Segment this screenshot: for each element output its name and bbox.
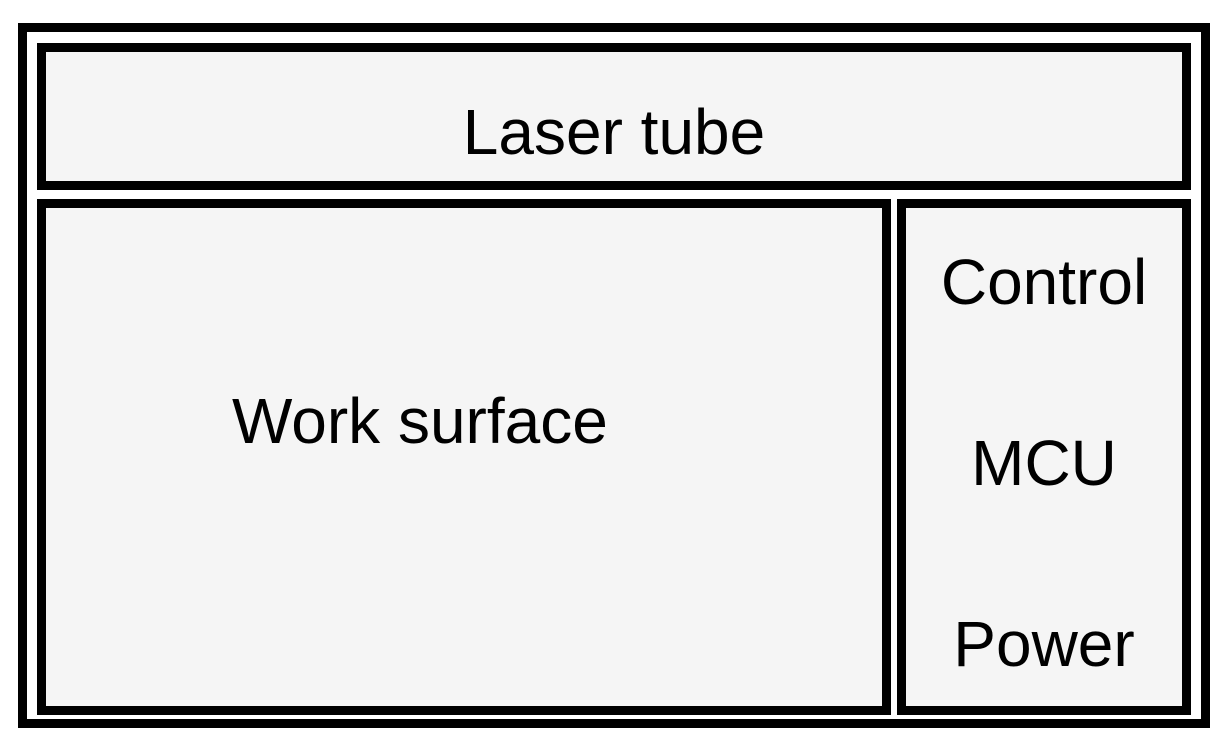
laser-tube-box: Laser tube	[37, 43, 1191, 190]
power-label: Power	[953, 608, 1135, 680]
work-surface-label: Work surface	[232, 385, 608, 457]
mcu-label: MCU	[971, 427, 1117, 499]
laser-tube-label: Laser tube	[462, 96, 766, 168]
work-surface-box: Work surface	[37, 199, 891, 715]
control-mcu-power-box: Control MCU Power	[897, 199, 1191, 715]
control-label: Control	[940, 246, 1148, 318]
enclosure-outline: Laser tube Work surface Control MCU Powe…	[18, 23, 1210, 728]
